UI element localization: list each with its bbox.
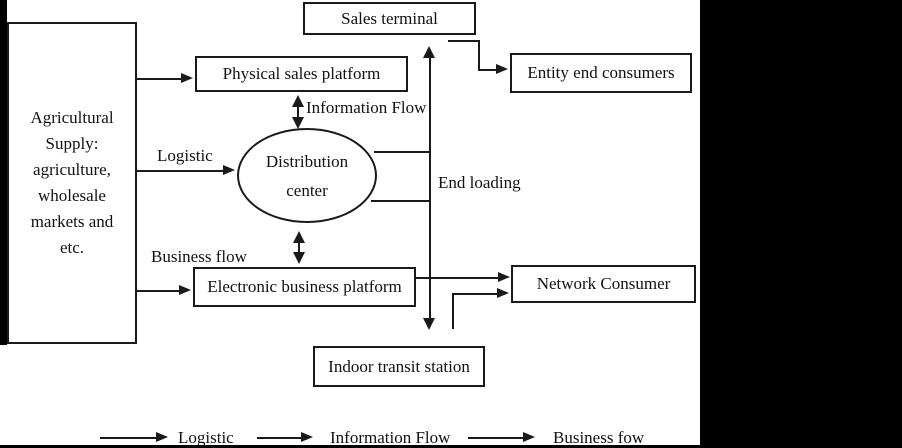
node-agricultural-supply-line: Agricultural [30,108,114,127]
arrowhead-right-icon [301,432,313,442]
legend-logistic-label: Logistic [178,428,234,447]
arrowhead-right-icon [223,165,235,175]
logistic-label: Logistic [157,146,213,165]
node-entity-end-consumers: Entity end consumers [510,53,692,93]
arrowhead-down-icon [423,318,435,330]
node-distribution-center-line: center [286,180,328,200]
end-loading-label: End loading [438,173,521,192]
node-network-consumer-label: Network Consumer [536,274,671,293]
node-distribution-center-line: Distribution [265,151,349,171]
node-distribution-center: Distribution center [237,128,377,223]
node-indoor-transit-station-label: Indoor transit station [328,356,470,376]
node-sales-terminal-label: Sales terminal [341,8,438,28]
arrowhead-right-icon [179,285,191,295]
node-agricultural-supply-line: wholesale [38,186,106,205]
business-flow-label: Business flow [151,247,247,266]
arrowhead-up-icon [423,46,435,58]
node-indoor-transit-station: Indoor transit station [313,346,485,387]
arrowhead-up-icon [292,95,304,107]
node-sales-terminal: Sales terminal [303,2,476,35]
node-agricultural-supply-line: etc. [59,238,85,257]
scan-bar-right [700,0,902,448]
node-physical-sales-platform: Physical sales platform [195,56,408,92]
scan-bar-bottom [0,445,902,448]
node-agricultural-supply: Agricultural Supply: agriculture, wholes… [7,22,137,344]
arrowhead-right-icon [498,272,510,282]
arrowhead-right-icon [523,432,535,442]
node-electronic-business-platform-label: Electronic business platform [207,277,402,296]
information-flow-label: Information Flow [306,98,427,117]
node-network-consumer: Network Consumer [511,265,696,303]
arrowhead-right-icon [181,73,193,83]
arrowhead-up-icon [293,231,305,243]
node-agricultural-supply-line: markets and [30,212,114,231]
node-agricultural-supply-line: agriculture, [33,160,111,179]
node-electronic-business-platform: Electronic business platform [193,267,416,307]
node-agricultural-supply-line: Supply: [45,134,99,153]
arrowhead-right-icon [156,432,168,442]
legend-business-flow-label: Business fow [553,428,645,447]
node-physical-sales-platform-label: Physical sales platform [222,64,381,83]
arrowhead-down-icon [293,252,305,264]
arrowhead-right-icon [497,288,509,298]
legend-information-flow-label: Information Flow [330,428,451,447]
node-entity-end-consumers-label: Entity end consumers [527,63,675,82]
scan-bar-left [0,0,7,345]
arrowhead-down-icon [292,117,304,129]
arrowhead-right-icon [496,64,508,74]
